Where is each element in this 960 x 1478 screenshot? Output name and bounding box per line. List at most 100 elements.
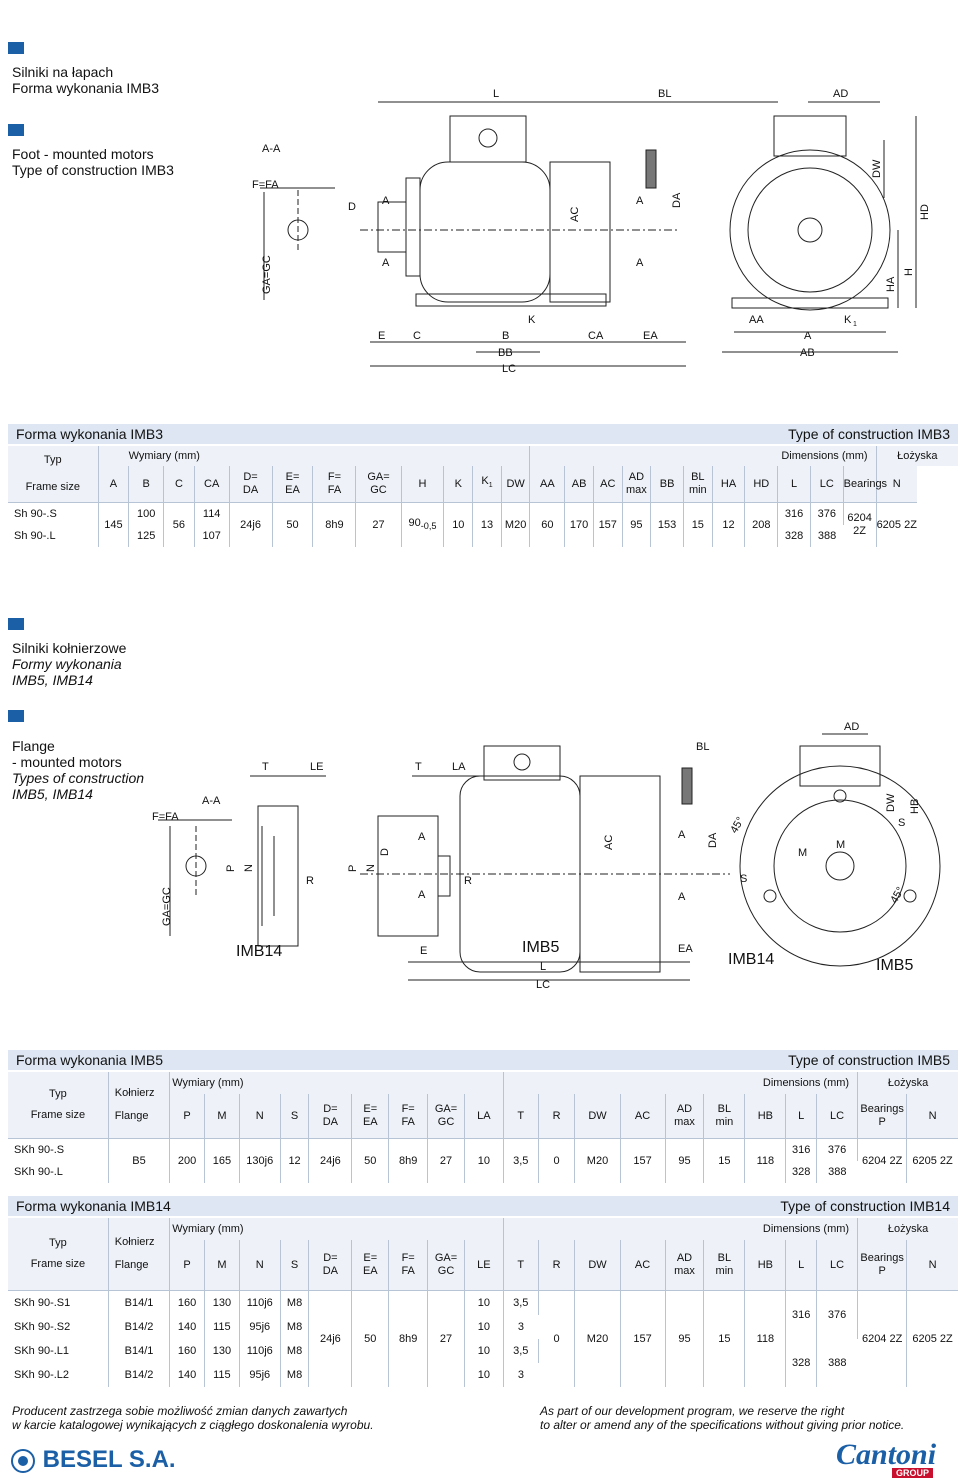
col-header: M [204,1240,240,1291]
header-cell: Frame size [30,1109,86,1121]
cell: 10 [464,1290,504,1315]
cell: 115 [204,1363,240,1387]
cell: 13 [472,502,502,547]
dim-label: R [464,875,472,887]
col-header-line: GC [437,1116,455,1128]
imb3-drawing: L BL AD A-A F=FA D A A AC A A DA DW HD G… [252,88,931,375]
disclaimer-line: w karcie katalogowej wynikających z ciąg… [12,1418,374,1432]
cell: M20 [574,1290,621,1387]
cell: M8 [280,1290,310,1315]
col-header-line: max [674,1265,695,1277]
col-header: A [98,466,130,503]
col-header-line: max [626,484,647,496]
col-header: F=FA [312,466,357,503]
cell: 125 [128,525,165,547]
imb5-imb14-drawing: A-A F=FA GA=GC T LE T LA P N R P N D A A… [152,721,941,991]
title-line: Type of construction IMB3 [12,162,174,178]
cell: 145 [98,502,130,547]
col-header: K [443,466,474,503]
cell: 110j6 [239,1290,281,1315]
cell: SKh 90-.L2 [8,1363,109,1387]
col-header: CA [194,466,230,503]
col-header-line: Bearings [860,1103,904,1115]
cell: 157 [620,1290,666,1387]
besel-text: BESEL S.A. [42,1446,176,1473]
col-header: LE [464,1240,504,1291]
header-cell: Wymiary (mm) [98,446,531,466]
title-line: Forma wykonania IMB3 [12,80,160,96]
hatched-fan-cover [645,149,657,189]
table-row: SKh 90-.L 328 388 [8,1161,958,1183]
dim-label: L [493,88,499,100]
cell: SKh 90-.L1 [8,1339,109,1363]
bolt-hole [903,889,917,903]
cell: 15 [703,1290,746,1387]
cell: 24j6 [229,502,273,547]
col-header-line: BL [717,1252,732,1264]
dim-label: AA [749,314,764,326]
dim-label: 1 [853,321,857,328]
dim-label: K [528,314,536,326]
cell: 200 [169,1138,205,1183]
cell: 8h9 [388,1290,429,1387]
table-row: Sh 90-.L 125 107 328 388 [8,525,958,547]
cell: 100 [128,502,165,525]
motor-body [419,161,551,303]
dim-label: C [413,330,421,342]
col-header-line: P [878,1265,886,1277]
cell: 50 [351,1138,390,1183]
foot [415,293,607,307]
dim-label: H [903,268,915,276]
col-header: F=FA [388,1240,429,1291]
title-line: Formy wykonania [12,656,122,672]
front-terminal-box [799,745,881,787]
cell: 328 [777,525,811,547]
col-header-line: GA= [367,471,390,483]
cell: 114 [194,502,230,525]
flange-plate [405,177,421,277]
table-row: Sh 90-.S 145 100 56 114 24j6 50 8h9 27 9… [8,502,958,547]
col-header-line: max [674,1116,695,1128]
col-header: BB [650,466,684,503]
cell: 165 [204,1138,240,1183]
col-header: H [401,466,445,503]
col-header-line: D= [323,1252,338,1264]
cell: 60 [529,502,566,547]
dim-label: CA [588,330,604,342]
col-header: AB [564,466,594,503]
drawing-caption: IMB14 [728,951,774,968]
cell: 130j6 [239,1138,281,1183]
dim-label: A [418,831,426,843]
dim-label: A [382,195,390,207]
hatched-fan-cover [681,767,693,805]
cell: 118 [744,1290,787,1387]
col-header: AC [593,466,623,503]
dim-label: A [636,195,644,207]
col-header-line: FA [401,1116,415,1128]
title-line: Types of construction [12,770,145,786]
col-header-line: BL [691,471,705,483]
cell: B14/2 [108,1315,171,1339]
col-header: N [239,1240,281,1291]
header-cell: Dimensions (mm) [503,1072,859,1094]
col-header: E=EA [272,466,314,503]
col-header: LC [816,1240,859,1291]
header-cell: Kołnierz [114,1087,155,1099]
cell: 388 [828,1165,847,1178]
dim-label: LE [310,761,323,773]
section-marker [8,42,24,54]
col-header: B [128,466,165,503]
dim-label: 45° [728,815,747,835]
col-header: N [239,1094,281,1139]
cell: 316 [785,1138,818,1161]
dim-label: T [262,761,269,773]
header-cell: Łożyska [857,1072,958,1094]
header-cell: Typ [43,454,62,466]
col-header-text: K [481,475,489,488]
col-header-line: min [715,1116,734,1128]
section-title-pl: Silniki kołnierzowe Formy wykonania IMB5… [12,640,126,688]
